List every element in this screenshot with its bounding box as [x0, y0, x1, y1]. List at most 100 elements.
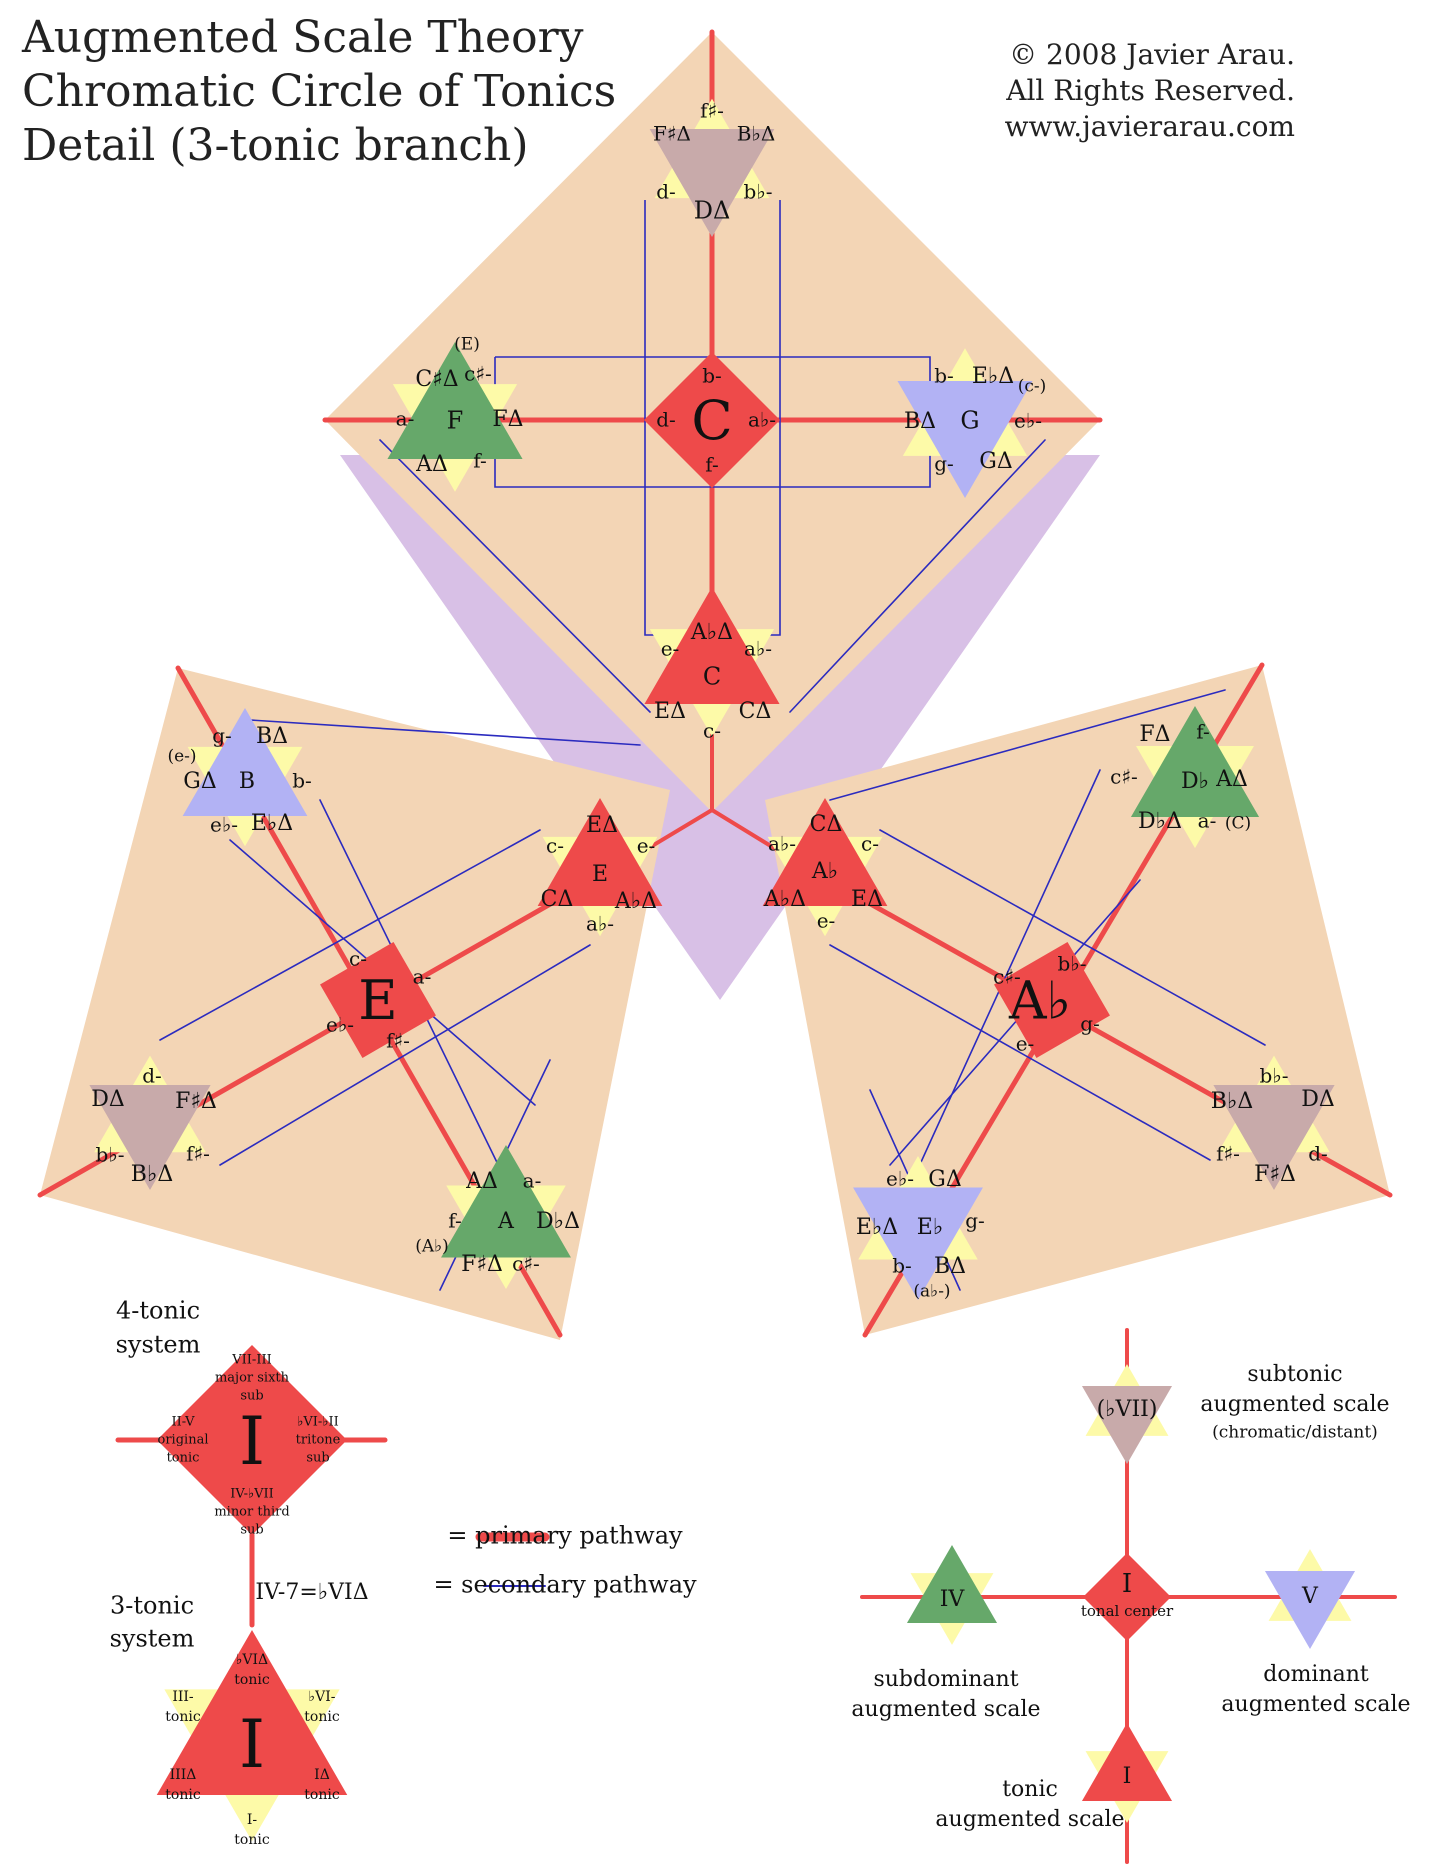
main-triangle — [649, 129, 775, 237]
left-e-diamond-bottom: f♯- — [386, 1029, 410, 1053]
three-tonic-bottom-label: I- — [247, 1812, 258, 1828]
secondary-path-right-2 — [889, 879, 1141, 1166]
top-c-left-label: e- — [661, 637, 680, 661]
four-tonic-diamond — [157, 1345, 347, 1535]
left-b-left-label: GΔ — [183, 769, 216, 794]
left-e-bottom-right-label: A♭Δ — [614, 889, 657, 914]
top-c-diamond-bottom: f- — [705, 453, 718, 477]
right-bb-bottom-label: F♯Δ — [1254, 1162, 1296, 1187]
main-triangle — [156, 1630, 348, 1795]
right-eb-bottom-right-label: BΔ — [934, 1254, 966, 1279]
main-triangle — [897, 381, 1033, 498]
left-e-diamond-right: a- — [413, 965, 432, 989]
subtonic-sub-label: (chromatic/distant) — [1212, 1423, 1378, 1443]
four-tonic-top-label: sub — [240, 1389, 263, 1404]
title: Augmented Scale Theory Chromatic Circle … — [21, 12, 616, 171]
four-tonic-label-line-2: system — [116, 1331, 201, 1359]
primary-pathway-label: = primary pathway — [447, 1522, 683, 1550]
right-bb-bottom-right-label: d- — [1308, 1142, 1328, 1166]
diamond-shape — [320, 942, 436, 1058]
top-d-right-label: b♭- — [744, 180, 773, 204]
three-tonic-left-label: III- — [172, 1689, 194, 1705]
top-c-diamond-left: d- — [656, 408, 676, 432]
left-b-bottom-left-label: e♭- — [210, 813, 238, 837]
three-tonic-left-label: tonic — [165, 1709, 201, 1725]
top-f-hexagram — [387, 342, 523, 492]
secondary-path-right-1 — [829, 689, 1226, 801]
top-g-top-left-label: b- — [934, 364, 954, 388]
right-ab-top-right-label: c- — [861, 832, 879, 856]
copyright-line-2: All Rights Reserved. — [1005, 74, 1295, 107]
copyright-line-1: © 2008 Javier Arau. — [1009, 38, 1295, 71]
right-ab-diamond-left: c♯- — [993, 965, 1021, 989]
copyright: © 2008 Javier Arau. All Rights Reserved.… — [1005, 38, 1295, 143]
four-tonic-bottom-label: IV-♭VII — [230, 1487, 274, 1502]
left-b-note: (e-) — [167, 747, 196, 767]
four-tonic-top-label: major sixth — [215, 1371, 290, 1386]
top-c-diamond — [644, 352, 780, 488]
right-ab-diamond — [994, 942, 1110, 1058]
right-ab-bottom-right-label: EΔ — [851, 887, 883, 912]
four-tonic-left-label: tonic — [167, 1451, 200, 1466]
dominant-hexagram — [1264, 1549, 1356, 1649]
right-eb-top-left-label: e♭- — [886, 1167, 914, 1191]
right-ab-diamond-right: g- — [1080, 1012, 1100, 1036]
subtonic-symbol: (♭VII) — [1097, 1397, 1158, 1422]
four-tonic-bottom-label: minor third — [214, 1505, 289, 1520]
main-triangle — [182, 708, 308, 816]
right-ab-bottom-label: e- — [817, 909, 836, 933]
main-triangle — [644, 587, 780, 704]
top-f-top-right-label: c♯- — [464, 362, 492, 386]
right-db-left-label: c♯- — [1110, 765, 1138, 789]
left-d-hexagram — [89, 1055, 211, 1190]
diamond-shape — [644, 352, 780, 488]
top-f-center-label: F — [447, 407, 464, 435]
diamond-shape — [157, 1345, 347, 1535]
top-c-hexagram — [644, 587, 780, 737]
secondary-path-left-1 — [249, 719, 641, 746]
right-ab-diamond-bottom: e- — [1016, 1032, 1035, 1056]
left-a-center-label: A — [497, 1209, 515, 1234]
top-f-top-left-label: C♯Δ — [415, 367, 458, 392]
top-f-bottom-right-label: f- — [473, 449, 486, 473]
left-b-center-label: B — [239, 769, 255, 794]
left-e-diamond-left: e♭- — [326, 1013, 354, 1037]
top-g-top-right-label: E♭Δ — [972, 364, 1014, 389]
top-g-bottom-right-label: GΔ — [979, 449, 1012, 474]
main-triangle — [441, 1145, 571, 1258]
right-ab-center-label: A♭ — [811, 859, 838, 884]
four-tonic-right-label: sub — [306, 1451, 329, 1466]
top-d-top-right-label: B♭Δ — [737, 122, 776, 146]
right-bb-hexagram — [1213, 1055, 1335, 1190]
top-f-right-label: FΔ — [492, 407, 523, 432]
tonic-label-line-1: tonic — [1002, 1777, 1058, 1802]
subdominant-label-line-2: augmented scale — [851, 1697, 1040, 1722]
top-c-bottom-right-label: CΔ — [739, 699, 772, 724]
right-ab-hexagram — [762, 798, 888, 937]
three-tonic-bottom-right-label: tonic — [304, 1787, 340, 1803]
right-ab-bottom-left-label: A♭Δ — [763, 887, 806, 912]
top-g-hexagram — [897, 348, 1033, 498]
subdominant-hexagram — [906, 1545, 998, 1645]
left-a-right-label: D♭Δ — [536, 1209, 580, 1234]
main-triangle — [906, 1545, 998, 1623]
right-ab-diamond-top: b♭- — [1058, 952, 1087, 976]
secondary-path-left-5 — [219, 944, 591, 1166]
right-eb-center-label: E♭ — [917, 1215, 943, 1240]
top-c-right-label: a♭- — [744, 637, 772, 661]
right-bb-top-right-label: DΔ — [1301, 1087, 1335, 1112]
dominant-label-line-1: dominant — [1263, 1662, 1369, 1687]
subtonic-hexagram — [1081, 1364, 1173, 1464]
three-tonic-bottom-right-label: IΔ — [314, 1767, 330, 1783]
copyright-line-3: www.javierarau.com — [1005, 110, 1295, 143]
four-tonic-right-label: tritone — [296, 1433, 341, 1448]
three-tonic-right-label: tonic — [304, 1709, 340, 1725]
tonal-center-symbol: I — [1122, 1569, 1132, 1599]
four-tonic-top-label: VII-III — [231, 1353, 271, 1368]
secondary-path-top-right-diag — [789, 439, 1046, 713]
tonic-label-line-2: augmented scale — [935, 1807, 1124, 1832]
three-tonic-top-label: tonic — [234, 1672, 270, 1688]
secondary-pathway-label: = secondary pathway — [433, 1571, 697, 1599]
subtonic-label-line-2: augmented scale — [1200, 1392, 1389, 1417]
